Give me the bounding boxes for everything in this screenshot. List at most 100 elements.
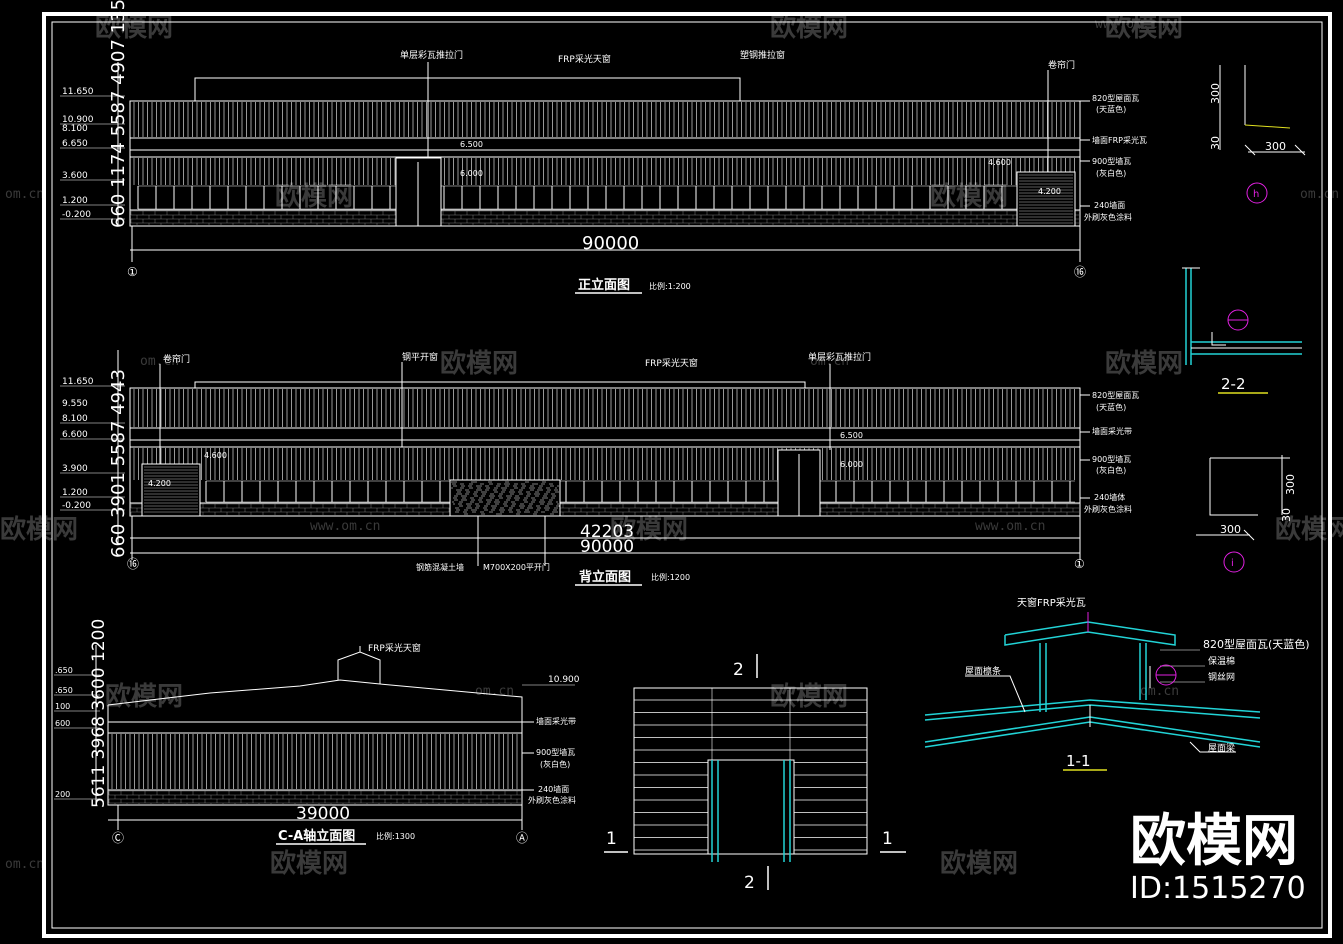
hatch-dot bbox=[453, 485, 455, 487]
hatch-dot bbox=[509, 507, 511, 509]
hatch-dot bbox=[537, 491, 539, 493]
hatch-dot bbox=[523, 483, 525, 485]
hatch-dot bbox=[514, 483, 516, 485]
hatch-dot bbox=[525, 499, 527, 501]
hatch-dot bbox=[456, 499, 458, 501]
hatch-dot bbox=[533, 487, 535, 489]
hatch-dot bbox=[546, 497, 548, 499]
back-mark: 4.600 bbox=[204, 451, 227, 460]
hatch-dot bbox=[527, 481, 529, 483]
front-mark: 6.500 bbox=[460, 140, 483, 149]
hatch-dot bbox=[511, 491, 513, 493]
detail-h-dim: 300 bbox=[1265, 140, 1286, 153]
hatch-dot bbox=[515, 485, 517, 487]
front-level: 6.650 bbox=[62, 139, 88, 149]
back-note: (天蓝色) bbox=[1096, 402, 1126, 412]
hatch-dot bbox=[549, 503, 551, 505]
hatch-dot bbox=[532, 489, 534, 491]
hatch-dot bbox=[474, 491, 476, 493]
hatch-dot bbox=[493, 489, 495, 491]
hatch-dot bbox=[549, 499, 551, 501]
sheet-outer-frame bbox=[42, 12, 1332, 938]
watermark-brand-large: 欧模网 bbox=[1130, 809, 1298, 874]
hatch-dot bbox=[503, 487, 505, 489]
hatch-dot bbox=[512, 493, 514, 495]
back-outline bbox=[129, 387, 1081, 517]
hatch-dot bbox=[475, 503, 477, 505]
side-note: 外刷灰色涂料 bbox=[528, 795, 576, 805]
hatch-dot bbox=[466, 509, 468, 511]
hatch-dot bbox=[496, 491, 498, 493]
hatch-dot bbox=[491, 483, 493, 485]
side-wall-ribs bbox=[111, 734, 518, 789]
hatch-dot bbox=[470, 503, 472, 505]
front-label-window: 塑钢推拉窗 bbox=[740, 49, 785, 61]
hatch-dot bbox=[483, 507, 485, 509]
side-level-marks: .650 .650 100 600 200 bbox=[54, 666, 100, 800]
back-roller-door bbox=[141, 463, 201, 517]
hatch-dot bbox=[551, 503, 553, 505]
hatch-dot bbox=[475, 481, 477, 483]
hatch-dot bbox=[494, 507, 496, 509]
hatch-dot bbox=[456, 495, 458, 497]
front-level: 1.200 bbox=[62, 196, 88, 206]
side-axis-left: Ⓒ bbox=[112, 831, 124, 845]
back-note: 900型墙瓦 bbox=[1092, 454, 1131, 464]
hatch-dot bbox=[481, 501, 483, 503]
hatch-dot bbox=[510, 509, 512, 511]
hatch-dot bbox=[464, 513, 466, 515]
hatch-dot bbox=[458, 493, 460, 495]
hatch-dot bbox=[467, 505, 469, 507]
hatch-dot bbox=[518, 491, 520, 493]
hatch-dot bbox=[458, 509, 460, 511]
side-note: 墙面采光带 bbox=[536, 716, 576, 726]
hatch-dot bbox=[511, 505, 513, 507]
side-peak-level: 10.900 bbox=[548, 675, 580, 685]
back-level: 6.600 bbox=[62, 430, 88, 440]
side-note: 900型墙瓦 bbox=[536, 747, 575, 757]
hatch-dot bbox=[459, 505, 461, 507]
hatch-dot bbox=[529, 503, 531, 505]
hatch-dot bbox=[530, 485, 532, 487]
hatch-dot bbox=[454, 495, 456, 497]
hatch-dot bbox=[506, 483, 508, 485]
hatch-dot bbox=[536, 511, 538, 513]
hatch-dot bbox=[461, 495, 463, 497]
hatch-dot bbox=[483, 491, 485, 493]
hatch-dot bbox=[543, 483, 545, 485]
back-label-rollerdoor: 卷帘门 bbox=[163, 353, 190, 365]
hatch-dot bbox=[546, 493, 548, 495]
hatch-dot bbox=[490, 493, 492, 495]
hatch-dot bbox=[533, 513, 535, 515]
hatch-dot bbox=[532, 485, 534, 487]
watermark-brand: 欧模网 bbox=[770, 681, 848, 712]
hatch-dot bbox=[478, 489, 480, 491]
hatch-dot bbox=[487, 485, 489, 487]
back-level: -0.200 bbox=[62, 501, 91, 511]
front-wall-ribs bbox=[133, 158, 1075, 185]
hatch-dot bbox=[551, 499, 553, 501]
hatch-dot bbox=[503, 503, 505, 505]
front-label-door: 单层彩瓦推拉门 bbox=[400, 49, 463, 61]
hatch-dot bbox=[472, 497, 474, 499]
section-mark-2-bottom: 2 bbox=[744, 873, 755, 893]
hatch-dot bbox=[466, 503, 468, 505]
hatch-dot bbox=[526, 491, 528, 493]
back-scale: 比例:1200 bbox=[651, 572, 690, 582]
hatch-dot bbox=[465, 493, 467, 495]
watermark-url: om.cn bbox=[475, 684, 514, 699]
hatch-dot bbox=[541, 489, 543, 491]
hatch-dot bbox=[539, 507, 541, 509]
hatch-dot bbox=[481, 513, 483, 515]
hatch-dot bbox=[502, 489, 504, 491]
hatch-dot bbox=[470, 497, 472, 499]
hatch-dot bbox=[510, 495, 512, 497]
hatch-dot bbox=[475, 493, 477, 495]
side-level: 100 bbox=[55, 702, 70, 711]
hatch-dot bbox=[523, 487, 525, 489]
hatch-dot bbox=[527, 509, 529, 511]
hatch-dot bbox=[510, 493, 512, 495]
hatch-dot bbox=[498, 485, 500, 487]
watermark-url: om.cn bbox=[5, 857, 44, 872]
hatch-dot bbox=[497, 503, 499, 505]
